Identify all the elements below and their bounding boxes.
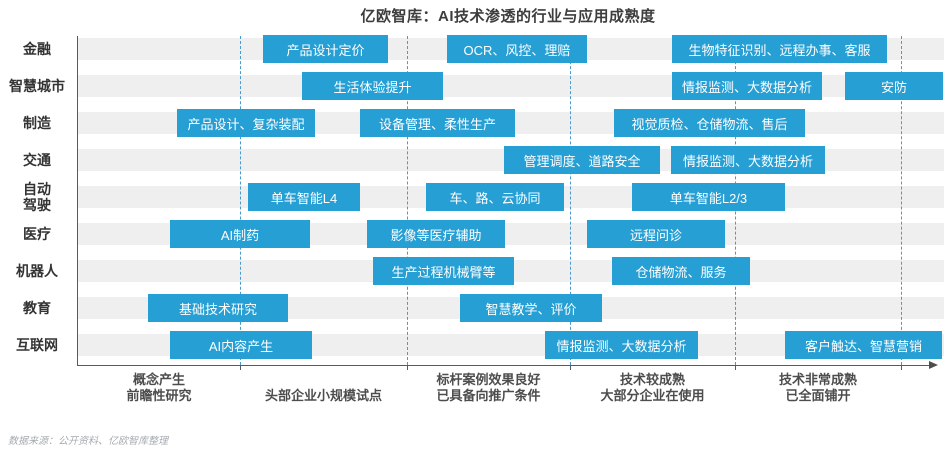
chart-box: 设备管理、柔性生产 <box>360 109 515 137</box>
chart-box: 仓储物流、服务 <box>612 257 750 285</box>
row-label: 互联网 <box>16 337 58 353</box>
stage-label-line: 技术较成熟 <box>619 372 685 387</box>
chart-box: AI内容产生 <box>170 331 312 359</box>
axis-tick <box>901 366 902 370</box>
row-label: 医疗 <box>23 226 51 242</box>
row-label: 自动 驾驶 <box>23 181 51 213</box>
chart-box: 基础技术研究 <box>148 294 288 322</box>
stage-divider-line <box>570 36 571 365</box>
stage-label: 技术非常成熟已全面铺开 <box>728 371 908 404</box>
chart-box: 远程问诊 <box>587 220 725 248</box>
row-label: 金融 <box>23 41 51 57</box>
y-axis-line <box>77 36 78 365</box>
chart-box: 单车智能L4 <box>248 183 360 211</box>
stage-label: 标杆案例效果良好已具备向推广条件 <box>399 371 579 404</box>
chart-box: 情报监测、大数据分析 <box>545 331 698 359</box>
chart-box: 智慧教学、评价 <box>460 294 602 322</box>
chart-box: OCR、风控、理赔 <box>447 35 587 63</box>
chart-box: 视觉质检、仓储物流、售后 <box>614 109 805 137</box>
stage-label: 技术较成熟大部分企业在使用 <box>563 371 743 404</box>
axis-tick <box>570 366 571 370</box>
stage-divider-line <box>901 36 902 365</box>
chart-box: 客户触达、智慧营销 <box>785 331 942 359</box>
stage-label: 头部企业小规模试点 <box>234 371 414 404</box>
chart-box: 单车智能L2/3 <box>632 183 785 211</box>
stage-label-line: 头部企业小规模试点 <box>264 388 382 403</box>
stage-label-line: 概念产生 <box>132 372 185 387</box>
chart-box: 产品设计定价 <box>263 35 388 63</box>
chart-box: AI制药 <box>170 220 310 248</box>
axis-tick <box>735 366 736 370</box>
chart-box: 生活体验提升 <box>302 72 443 100</box>
chart-box: 生物特征识别、远程办事、客服 <box>672 35 887 63</box>
chart-box: 情报监测、大数据分析 <box>672 72 822 100</box>
chart-box: 生产过程机械臂等 <box>373 257 514 285</box>
data-source-note: 数据来源：公开资料、亿欧智库整理 <box>8 436 168 447</box>
chart-title: 亿欧智库：AI技术渗透的行业与应用成熟度 <box>360 8 656 25</box>
row-label: 教育 <box>23 300 51 316</box>
row-label: 交通 <box>23 152 51 168</box>
stage-label-line: 技术非常成熟 <box>778 372 857 387</box>
chart-box: 安防 <box>845 72 943 100</box>
chart-box: 产品设计、复杂装配 <box>177 109 315 137</box>
chart-box: 影像等医疗辅助 <box>367 220 505 248</box>
stage-divider-line <box>240 36 241 365</box>
stage-label-line: 标杆案例效果良好 <box>436 372 541 387</box>
stage-label-line: 已具备向推广条件 <box>436 388 541 403</box>
stage-label-line: 已全面铺开 <box>785 388 851 403</box>
row-label: 机器人 <box>16 263 58 279</box>
axis-arrow-icon <box>929 361 938 369</box>
stage-divider-line <box>407 36 408 365</box>
stage-label: 概念产生前瞻性研究 <box>69 371 249 404</box>
chart-box: 情报监测、大数据分析 <box>671 146 825 174</box>
chart-box: 车、路、云协同 <box>426 183 564 211</box>
x-axis-line <box>77 365 931 366</box>
stage-label-line: 前瞻性研究 <box>126 388 192 403</box>
axis-tick <box>240 366 241 370</box>
row-label: 制造 <box>23 115 51 131</box>
chart-box: 管理调度、道路安全 <box>504 146 660 174</box>
axis-tick <box>407 366 408 370</box>
row-label: 智慧城市 <box>9 78 65 94</box>
stage-label-line: 大部分企业在使用 <box>600 388 705 403</box>
